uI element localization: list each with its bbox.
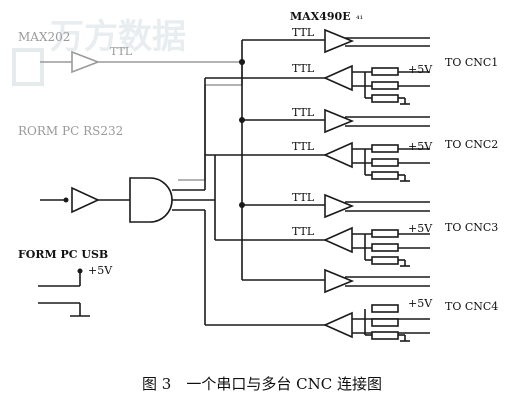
- resistor-2c: [371, 171, 399, 180]
- label-max202: MAX202: [18, 30, 70, 44]
- resistor-3b: [371, 243, 399, 252]
- label-cnc2: TO CNC2: [445, 138, 498, 151]
- label-max490-mark: ⁴¹: [356, 15, 363, 25]
- junction-3: [239, 202, 245, 208]
- label-ttl-driver-3: TTL: [292, 191, 315, 204]
- label-usb-5v: +5V: [88, 264, 113, 277]
- channel-cnc3: TTL TO CNC3 TTL +5V: [215, 191, 498, 267]
- and-gate: [129, 177, 173, 223]
- resistor-1b: [371, 81, 399, 90]
- resistor-4b: [371, 318, 399, 327]
- resistor-4a: [371, 304, 399, 313]
- dot-usb-in: [63, 197, 69, 203]
- channel-cnc2: TTL TO CNC2 TTL +5V: [205, 106, 498, 182]
- dot-usb-5v: [77, 268, 83, 274]
- label-cnc3: TO CNC3: [445, 221, 498, 234]
- driver-4: [324, 268, 355, 294]
- watermark: 万方数据: [12, 17, 186, 86]
- label-ttl-receiver-2: TTL: [292, 140, 315, 153]
- label-ttl-driver-1: TTL: [292, 26, 315, 39]
- channel-cnc4: TO CNC4 +5V: [205, 268, 498, 342]
- label-usb: FORM PC USB: [18, 248, 108, 261]
- buffer-max202: [71, 50, 101, 74]
- junction-1: [239, 59, 245, 65]
- junction-2: [239, 117, 245, 123]
- label-cnc1: TO CNC1: [445, 56, 498, 69]
- label-5v-1: +5V: [408, 63, 433, 76]
- receiver-1: [323, 64, 353, 92]
- driver-3: [324, 193, 355, 219]
- watermark-logo: [12, 48, 44, 86]
- resistor-2b: [371, 158, 399, 167]
- figure-caption: 图 3 一个串口与多台 CNC 连接图: [142, 375, 382, 393]
- buffer-usb: [71, 186, 100, 214]
- receiver-2: [323, 141, 353, 169]
- label-5v-2: +5V: [408, 140, 433, 153]
- label-ttl-driver-2: TTL: [292, 106, 315, 119]
- resistor-3a: [371, 229, 399, 238]
- resistor-3c: [371, 256, 399, 265]
- resistor-1a: [371, 67, 399, 76]
- label-ttl-receiver-3: TTL: [292, 225, 315, 238]
- label-rs232: RORM PC RS232: [18, 124, 123, 138]
- label-5v-3: +5V: [408, 222, 433, 235]
- label-ttl-receiver-1: TTL: [292, 62, 315, 75]
- resistor-2a: [371, 144, 399, 153]
- label-ttl-max202: TTL: [110, 45, 133, 58]
- driver-1: [324, 28, 355, 54]
- resistor-1c: [371, 94, 399, 103]
- watermark-text: 万方数据: [50, 17, 186, 57]
- resistor-4c: [371, 331, 399, 340]
- receiver-3: [323, 226, 353, 254]
- receiver-4: [323, 311, 353, 339]
- label-cnc4: TO CNC4: [445, 300, 498, 313]
- label-max490: MAX490E: [290, 10, 351, 23]
- channel-cnc1: TTL TO CNC1 TTL +5V: [205, 26, 498, 105]
- driver-2: [324, 108, 355, 134]
- label-5v-4: +5V: [408, 297, 433, 310]
